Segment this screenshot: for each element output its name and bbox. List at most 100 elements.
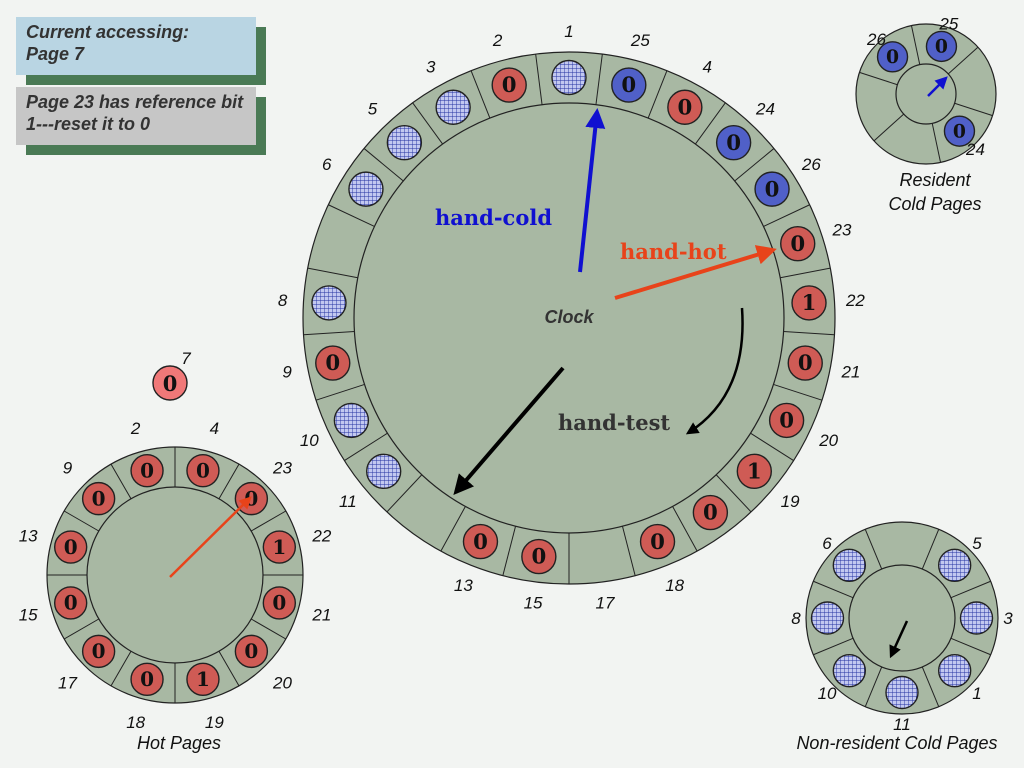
slot-divider — [910, 25, 921, 65]
reference-bit: 0 — [64, 591, 78, 615]
resident-cold-label: Resident — [899, 170, 971, 190]
page-number-label: 9 — [63, 458, 73, 477]
slot-divider — [440, 506, 466, 552]
page-number-label: 5 — [972, 534, 982, 553]
page-marker — [186, 453, 220, 488]
reference-bit: 0 — [473, 530, 488, 555]
slot-divider — [647, 70, 668, 119]
page-marker — [262, 530, 297, 564]
page-number-label: 22 — [311, 527, 331, 546]
slot-divider — [328, 204, 375, 227]
page-number-label: 7 — [181, 349, 191, 368]
page-marker — [186, 662, 220, 697]
resident-cold-label: Cold Pages — [888, 194, 981, 214]
page-number-label: 10 — [818, 684, 837, 703]
nonresident-page-marker — [885, 675, 919, 710]
reference-bit: 0 — [726, 131, 741, 156]
page-marker — [262, 586, 297, 620]
page-number-label: 21 — [311, 605, 331, 624]
page-number-label: 21 — [840, 363, 860, 382]
page-number-label: 13 — [19, 527, 38, 546]
slot-divider — [715, 474, 752, 513]
page-number-label: 3 — [1003, 609, 1013, 628]
page-marker — [315, 345, 351, 381]
page-marker — [639, 523, 676, 560]
page-marker — [754, 171, 790, 207]
reference-bit: 0 — [779, 409, 794, 434]
page-marker — [692, 494, 729, 531]
page-number-label: 24 — [965, 140, 985, 159]
hand-hot-arrow — [614, 245, 777, 300]
page-number-label: 8 — [278, 291, 288, 310]
hand-cold-arrow — [578, 108, 606, 273]
slot-divider — [344, 432, 388, 461]
page-number-label: 20 — [818, 431, 838, 450]
clock-inner-face — [895, 63, 957, 125]
nonresident-page-marker — [832, 653, 867, 688]
page-number-label: 9 — [282, 363, 292, 382]
slot-divider — [763, 204, 810, 227]
slot-divider — [734, 148, 775, 182]
slot-divider — [864, 666, 883, 707]
slot-divider — [621, 526, 636, 576]
page-marker — [53, 530, 88, 564]
page-number-label: 23 — [272, 458, 292, 477]
slot-divider — [595, 54, 603, 105]
page-number-label: 10 — [300, 431, 319, 450]
reference-bit: 0 — [140, 667, 154, 691]
page-marker — [611, 67, 647, 103]
page-marker — [768, 402, 805, 439]
reference-bit: 0 — [163, 371, 178, 396]
page-marker — [491, 67, 527, 103]
page-marker — [736, 453, 773, 490]
resident-hand-arrow — [927, 76, 948, 97]
page-number-label: 4 — [210, 419, 219, 438]
current-access-callout: Current accessing: Page 7 — [16, 17, 256, 75]
hand-cold-label: hand-cold — [435, 205, 552, 230]
reference-bit: 0 — [92, 639, 106, 663]
slot-divider — [218, 650, 240, 687]
page-number-label: 3 — [426, 57, 436, 76]
reset-callout: Page 23 has reference bit 1---reset it t… — [16, 87, 256, 145]
slot-divider — [813, 580, 854, 599]
slot-divider — [694, 102, 726, 145]
page-number-label: 24 — [755, 100, 775, 119]
slot-divider — [947, 46, 979, 75]
slot-divider — [780, 267, 831, 279]
reference-bit: 1 — [802, 291, 817, 316]
page-number-label: 5 — [368, 100, 378, 119]
slot-divider — [859, 71, 898, 86]
slot-divider — [954, 102, 993, 117]
slot-divider — [307, 267, 358, 279]
slot-divider — [931, 123, 942, 163]
hand-test-arrow — [453, 366, 565, 496]
clock-inner-face — [848, 564, 956, 672]
reference-bit: 1 — [196, 667, 210, 691]
reference-bit: 0 — [244, 639, 258, 663]
current-access-text: Current accessing: Page 7 — [26, 22, 190, 64]
reference-bit: 0 — [196, 458, 210, 482]
nonresident-page-marker — [810, 601, 845, 635]
reference-bit: 0 — [92, 486, 106, 510]
nonresident-page-marker — [435, 89, 471, 125]
slot-divider — [315, 383, 365, 401]
page-number-label: 18 — [665, 576, 684, 595]
slot-divider — [250, 618, 287, 640]
page-marker — [130, 662, 164, 697]
slot-divider — [303, 331, 355, 336]
reference-bit: 0 — [531, 545, 546, 570]
page-number-label: 2 — [492, 31, 503, 50]
reference-bit: 0 — [621, 73, 636, 98]
nonresident-cold-label: Non-resident Cold Pages — [796, 733, 997, 753]
slot-divider — [63, 510, 100, 532]
floating-page: 07 — [152, 349, 191, 401]
nonresident-page-marker — [937, 548, 972, 583]
page-number-label: 25 — [938, 15, 958, 34]
page-marker — [667, 89, 703, 125]
slot-divider — [218, 463, 240, 500]
slot-divider — [773, 383, 823, 401]
slot-divider — [950, 637, 991, 656]
page-marker — [876, 41, 909, 73]
page-number-label: 11 — [339, 492, 357, 511]
